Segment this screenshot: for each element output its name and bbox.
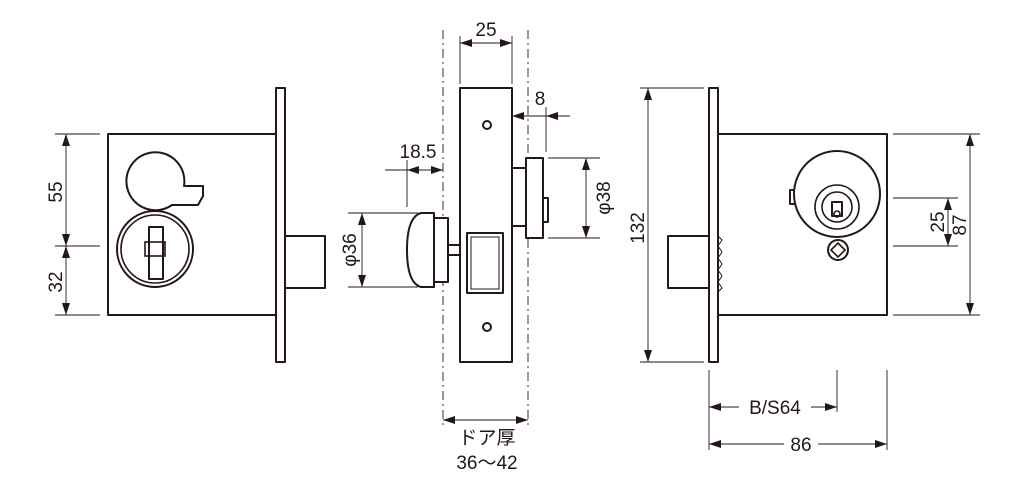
indicator-diamond-icon xyxy=(827,239,849,261)
dimension-86 xyxy=(709,370,888,450)
door-thickness-label: ドア厚 xyxy=(458,428,515,449)
dimension-55-32 xyxy=(55,133,100,316)
inside-latch-bolt xyxy=(284,235,326,289)
inside-upper-boss xyxy=(125,151,204,212)
dimension-87 xyxy=(893,133,980,316)
dim-86: 86 xyxy=(790,435,811,456)
dim-87: 87 xyxy=(950,214,971,235)
dim-25-right: 25 xyxy=(928,211,949,232)
dim-18-5: 18.5 xyxy=(400,142,437,163)
outside-faceplate xyxy=(708,87,719,363)
outside-view: 132 25 87 B/S64 xyxy=(628,87,980,456)
latch-opening-inner xyxy=(470,236,500,290)
dimension-phi38 xyxy=(548,157,600,239)
dim-55: 55 xyxy=(46,181,67,202)
key-cylinder-icon xyxy=(789,150,881,238)
outside-latch-bolt xyxy=(667,235,710,289)
inside-view: 55 32 xyxy=(46,87,326,363)
dimension-18-5 xyxy=(385,160,443,207)
dim-phi38: φ38 xyxy=(594,181,615,214)
dimension-8 xyxy=(512,107,570,152)
faceplate-screw-top xyxy=(482,120,492,130)
dim-backset: B/S64 xyxy=(749,398,801,419)
dimension-25-right xyxy=(893,197,958,247)
door-thickness-range: 36〜42 xyxy=(456,453,517,474)
dim-phi36: φ36 xyxy=(340,233,361,266)
edge-faceplate xyxy=(459,87,513,363)
edge-thumbturn xyxy=(406,212,461,288)
dim-132: 132 xyxy=(628,212,649,244)
dim-25-top: 25 xyxy=(475,20,496,41)
dimension-132 xyxy=(640,87,704,363)
dim-32: 32 xyxy=(46,271,67,292)
edge-view: 25 8 18.5 φ36 xyxy=(340,20,615,474)
dim-8: 8 xyxy=(535,89,546,110)
inside-faceplate xyxy=(275,87,286,363)
thumb-turn-icon xyxy=(116,210,194,288)
dimension-phi36 xyxy=(348,212,418,288)
faceplate-screw-bottom xyxy=(482,322,492,332)
edge-cylinder xyxy=(511,157,549,239)
dimension-backset xyxy=(708,370,838,450)
dimension-door-thickness xyxy=(443,416,528,424)
latch-spring-detail xyxy=(717,235,723,293)
latch-opening xyxy=(466,232,504,294)
dimension-25-top xyxy=(459,36,513,84)
